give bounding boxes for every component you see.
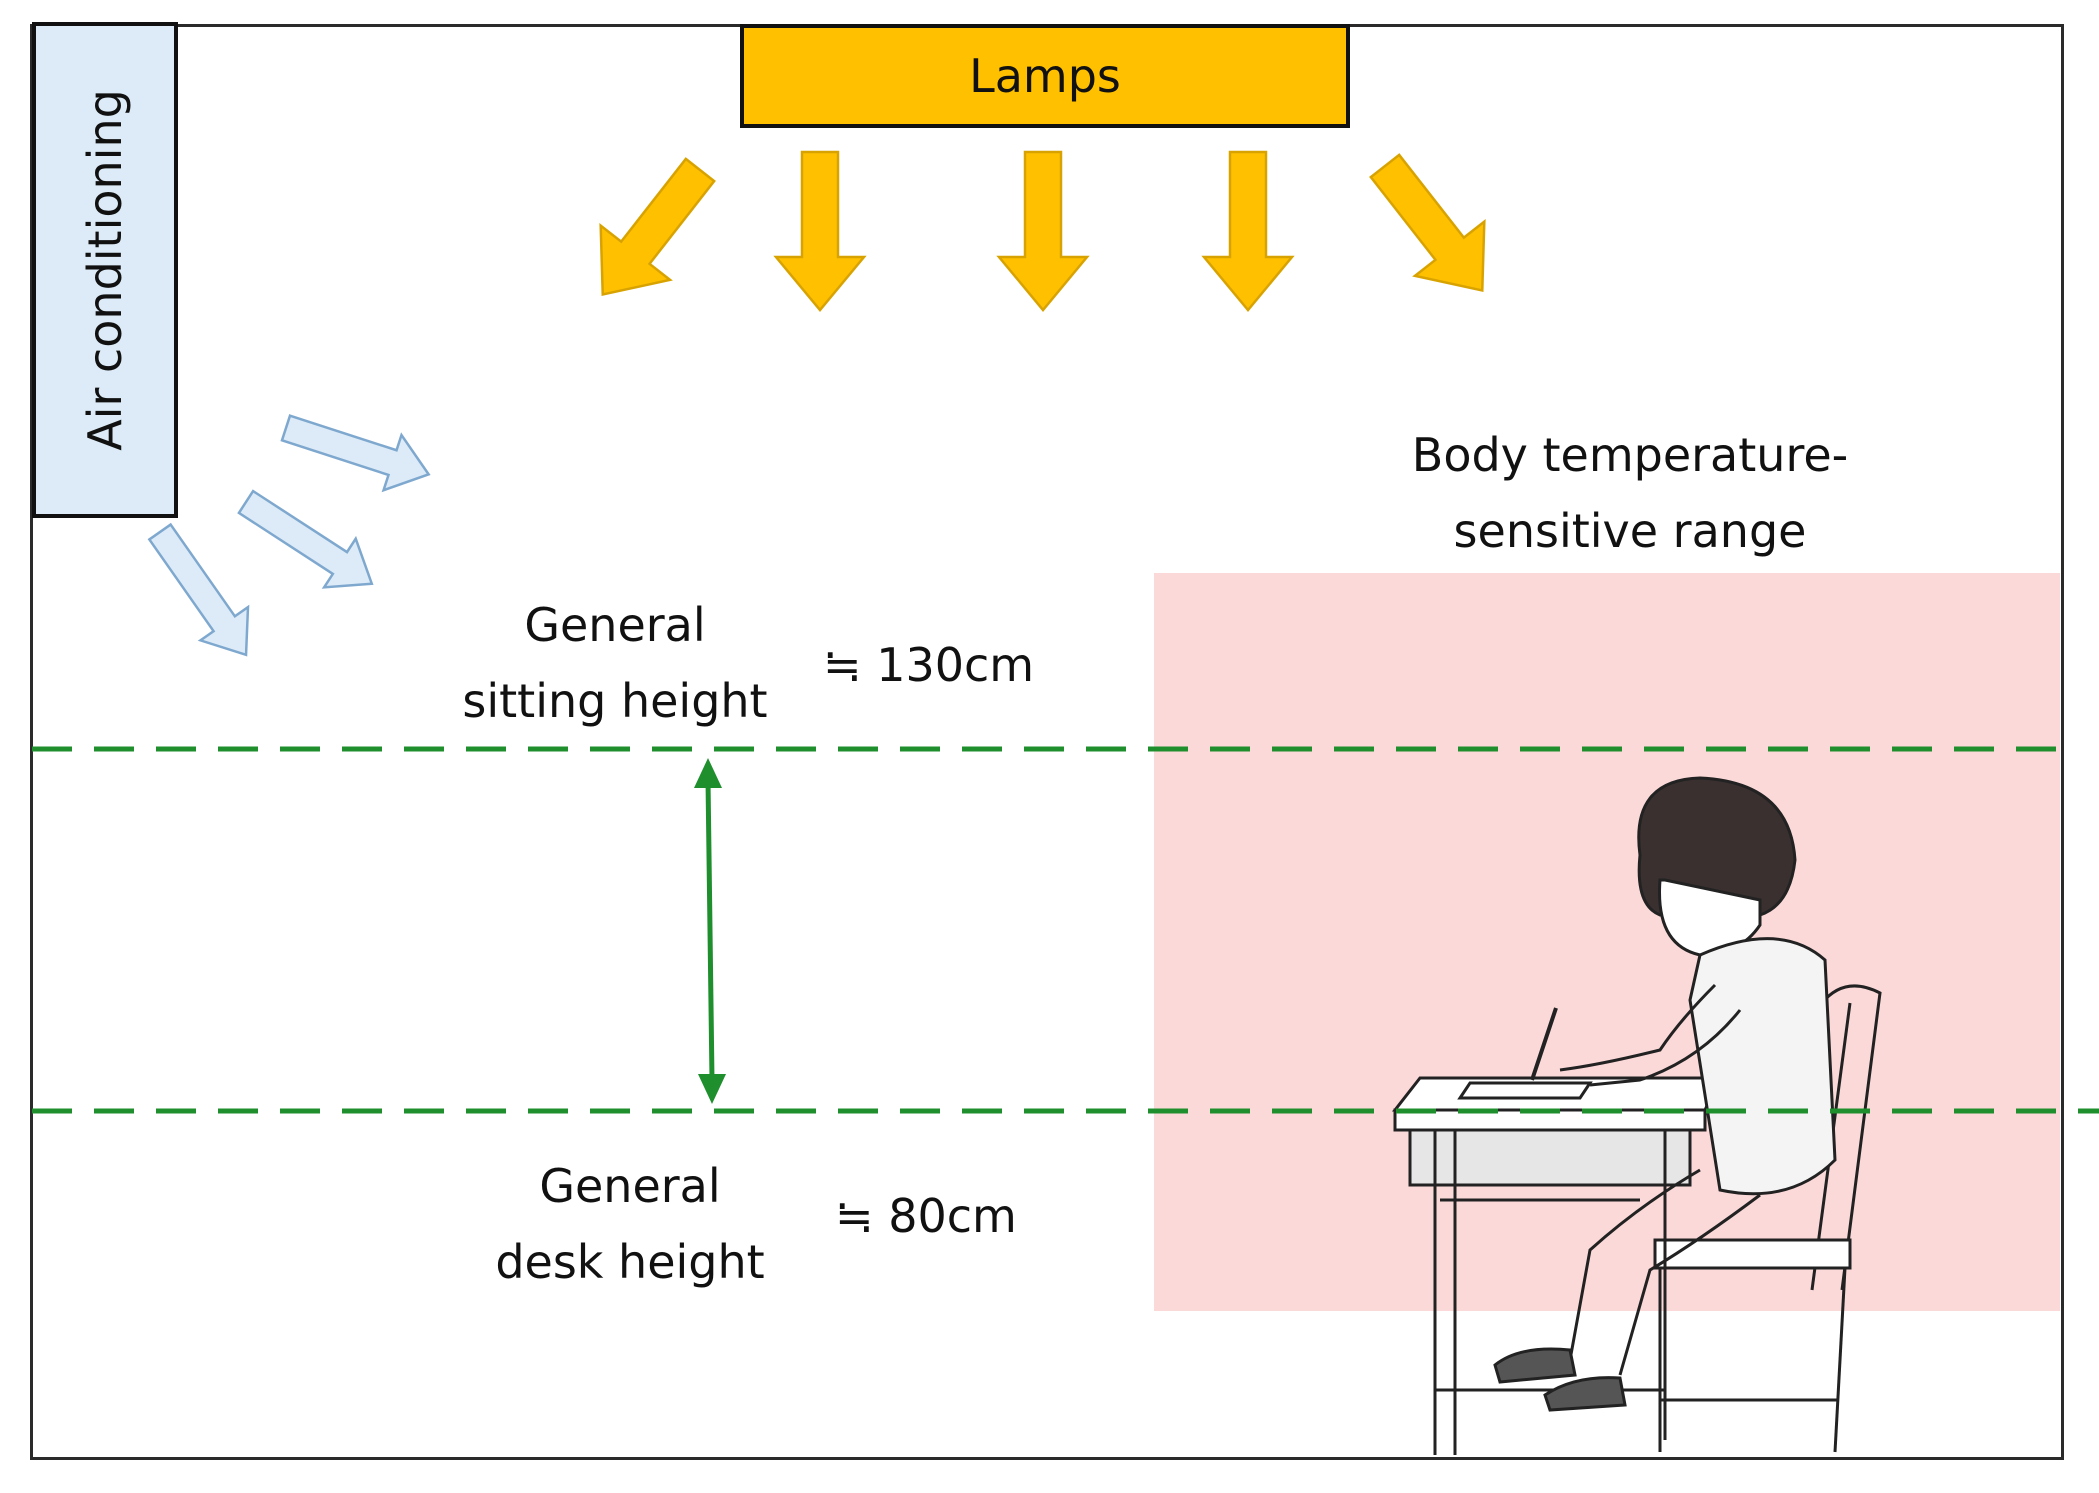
lamps-label: Lamps (969, 49, 1121, 103)
lamp-arrow-1 (774, 150, 866, 312)
body-zone-label-line2: sensitive range (1453, 504, 1807, 558)
height-lines (32, 746, 2099, 1114)
air-conditioning-unit (32, 22, 178, 518)
lamp-arrows (566, 137, 1519, 323)
lamp-arrow-left-diagonal (566, 141, 736, 323)
ac-arrow-middle (228, 476, 389, 610)
ac-arrow-bottom (134, 514, 272, 673)
lamp-arrow-2 (997, 150, 1089, 312)
body-temperature-sensitive-zone (1154, 573, 2060, 1311)
desk-height-label: General desk height (495, 1148, 764, 1300)
sitting-height-value: ≒ 130cm (823, 638, 1035, 692)
ac-arrow-top (275, 399, 439, 504)
body-zone-label: Body temperature- sensitive range (1412, 417, 1848, 569)
desk-height-label-line1: General (539, 1159, 721, 1213)
body-zone-label-line1: Body temperature- (1411, 428, 1849, 482)
seated-student-illustration (1391, 776, 1882, 1455)
lamp-arrow-right-diagonal (1349, 137, 1519, 319)
lamps-unit: Lamps (740, 24, 1350, 128)
sitting-height-label-line1: General (524, 598, 706, 652)
ac-arrows (134, 399, 439, 673)
sitting-height-label: General sitting height (462, 587, 767, 739)
desk-height-label-line2: desk height (495, 1235, 765, 1289)
lamp-arrow-3 (1202, 150, 1294, 312)
height-difference-arrow (694, 758, 726, 1104)
desk-height-value: ≒ 80cm (835, 1189, 1017, 1243)
sitting-height-label-line2: sitting height (462, 674, 768, 728)
